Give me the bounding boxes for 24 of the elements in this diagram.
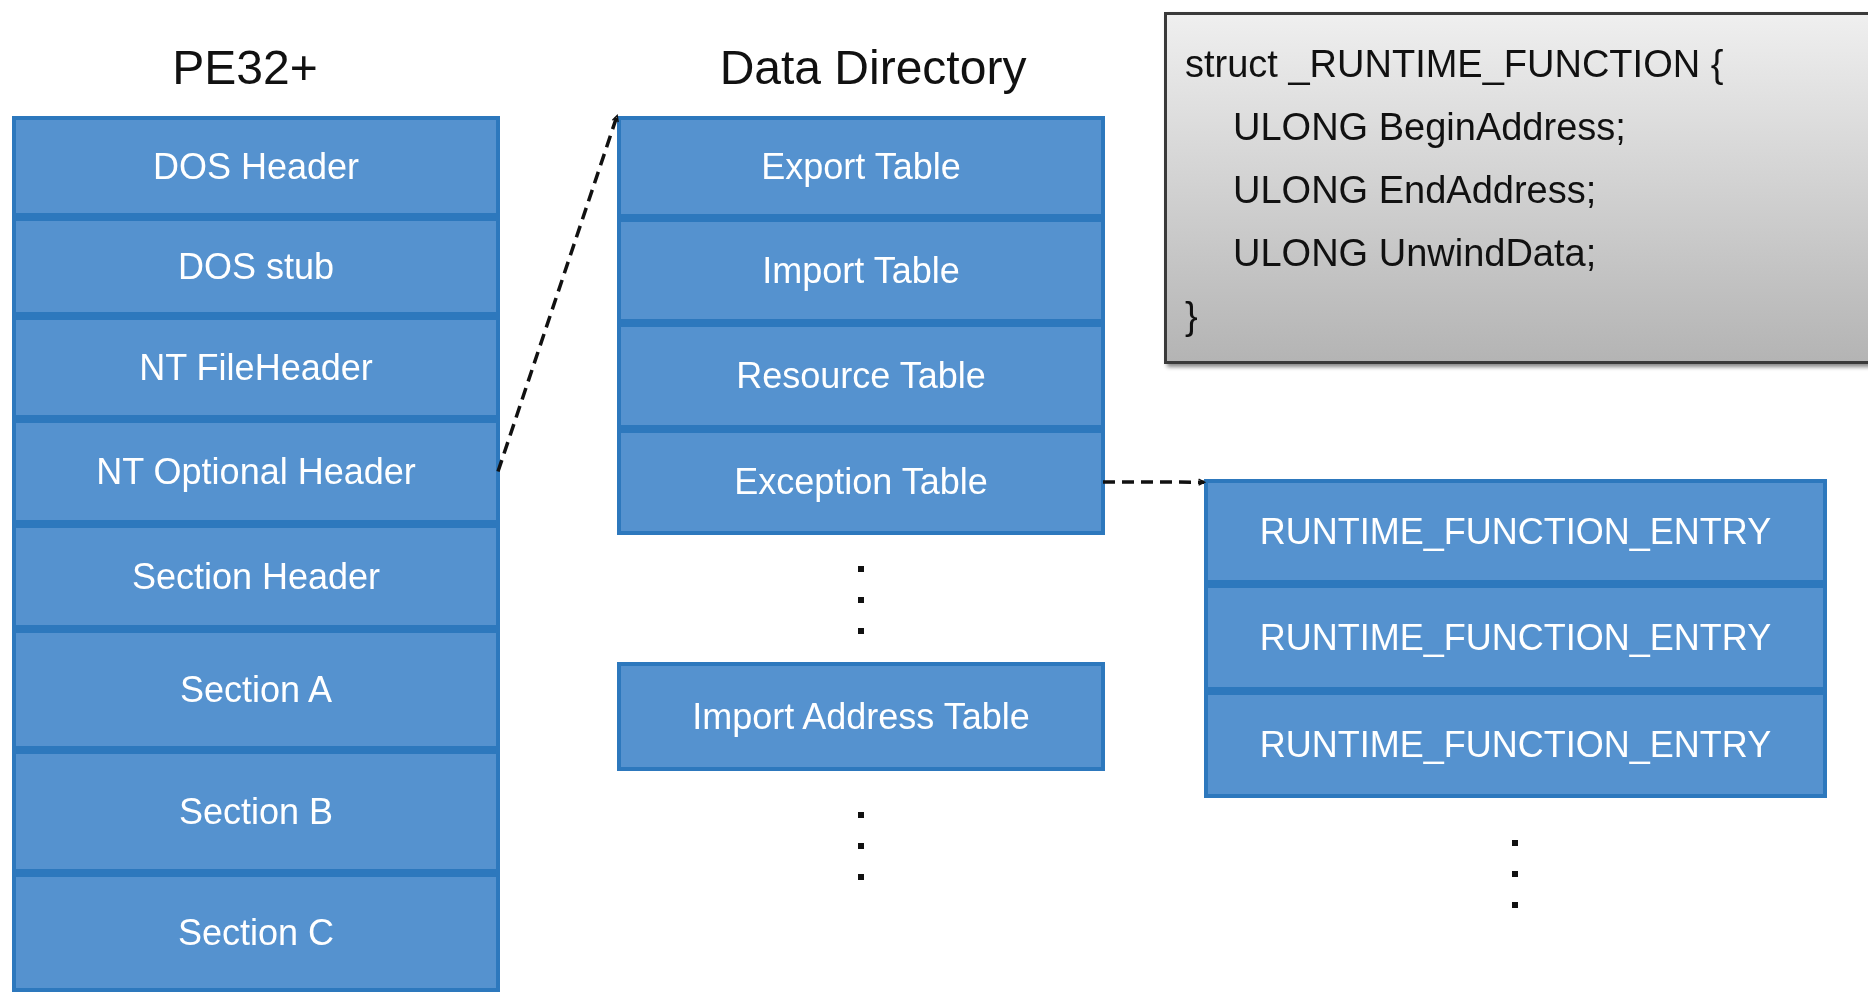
table-row-box: Exception Table <box>617 429 1105 535</box>
table-row-box: Section C <box>12 873 500 992</box>
table-row-box: Import Table <box>617 218 1105 323</box>
table-row-box: Import Address Table <box>617 662 1105 771</box>
code-line: } <box>1185 294 1199 339</box>
table-row-box: Section B <box>12 750 500 873</box>
table-row-box: NT Optional Header <box>12 419 500 524</box>
table-row-box: Section Header <box>12 524 500 629</box>
code-line: struct _RUNTIME_FUNCTION { <box>1185 42 1725 87</box>
table-row-box: Resource Table <box>617 323 1105 429</box>
code-line: ULONG BeginAddress; <box>1232 105 1627 150</box>
table-row-box: RUNTIME_FUNCTION_ENTRY <box>1204 479 1827 584</box>
table-row-box: DOS stub <box>12 217 500 316</box>
code-line: ULONG UnwindData; <box>1232 231 1598 276</box>
column-title: PE32+ <box>172 40 318 95</box>
table-row-box: RUNTIME_FUNCTION_ENTRY <box>1204 584 1827 691</box>
table-row-box: RUNTIME_FUNCTION_ENTRY <box>1204 691 1827 798</box>
table-row-box: Section A <box>12 629 500 750</box>
column-title: Data Directory <box>719 40 1027 95</box>
table-row-box: Export Table <box>617 116 1105 218</box>
table-row-box: DOS Header <box>12 116 500 217</box>
table-row-box: NT FileHeader <box>12 316 500 419</box>
code-line: ULONG EndAddress; <box>1232 168 1598 213</box>
code-box <box>1164 12 1868 364</box>
